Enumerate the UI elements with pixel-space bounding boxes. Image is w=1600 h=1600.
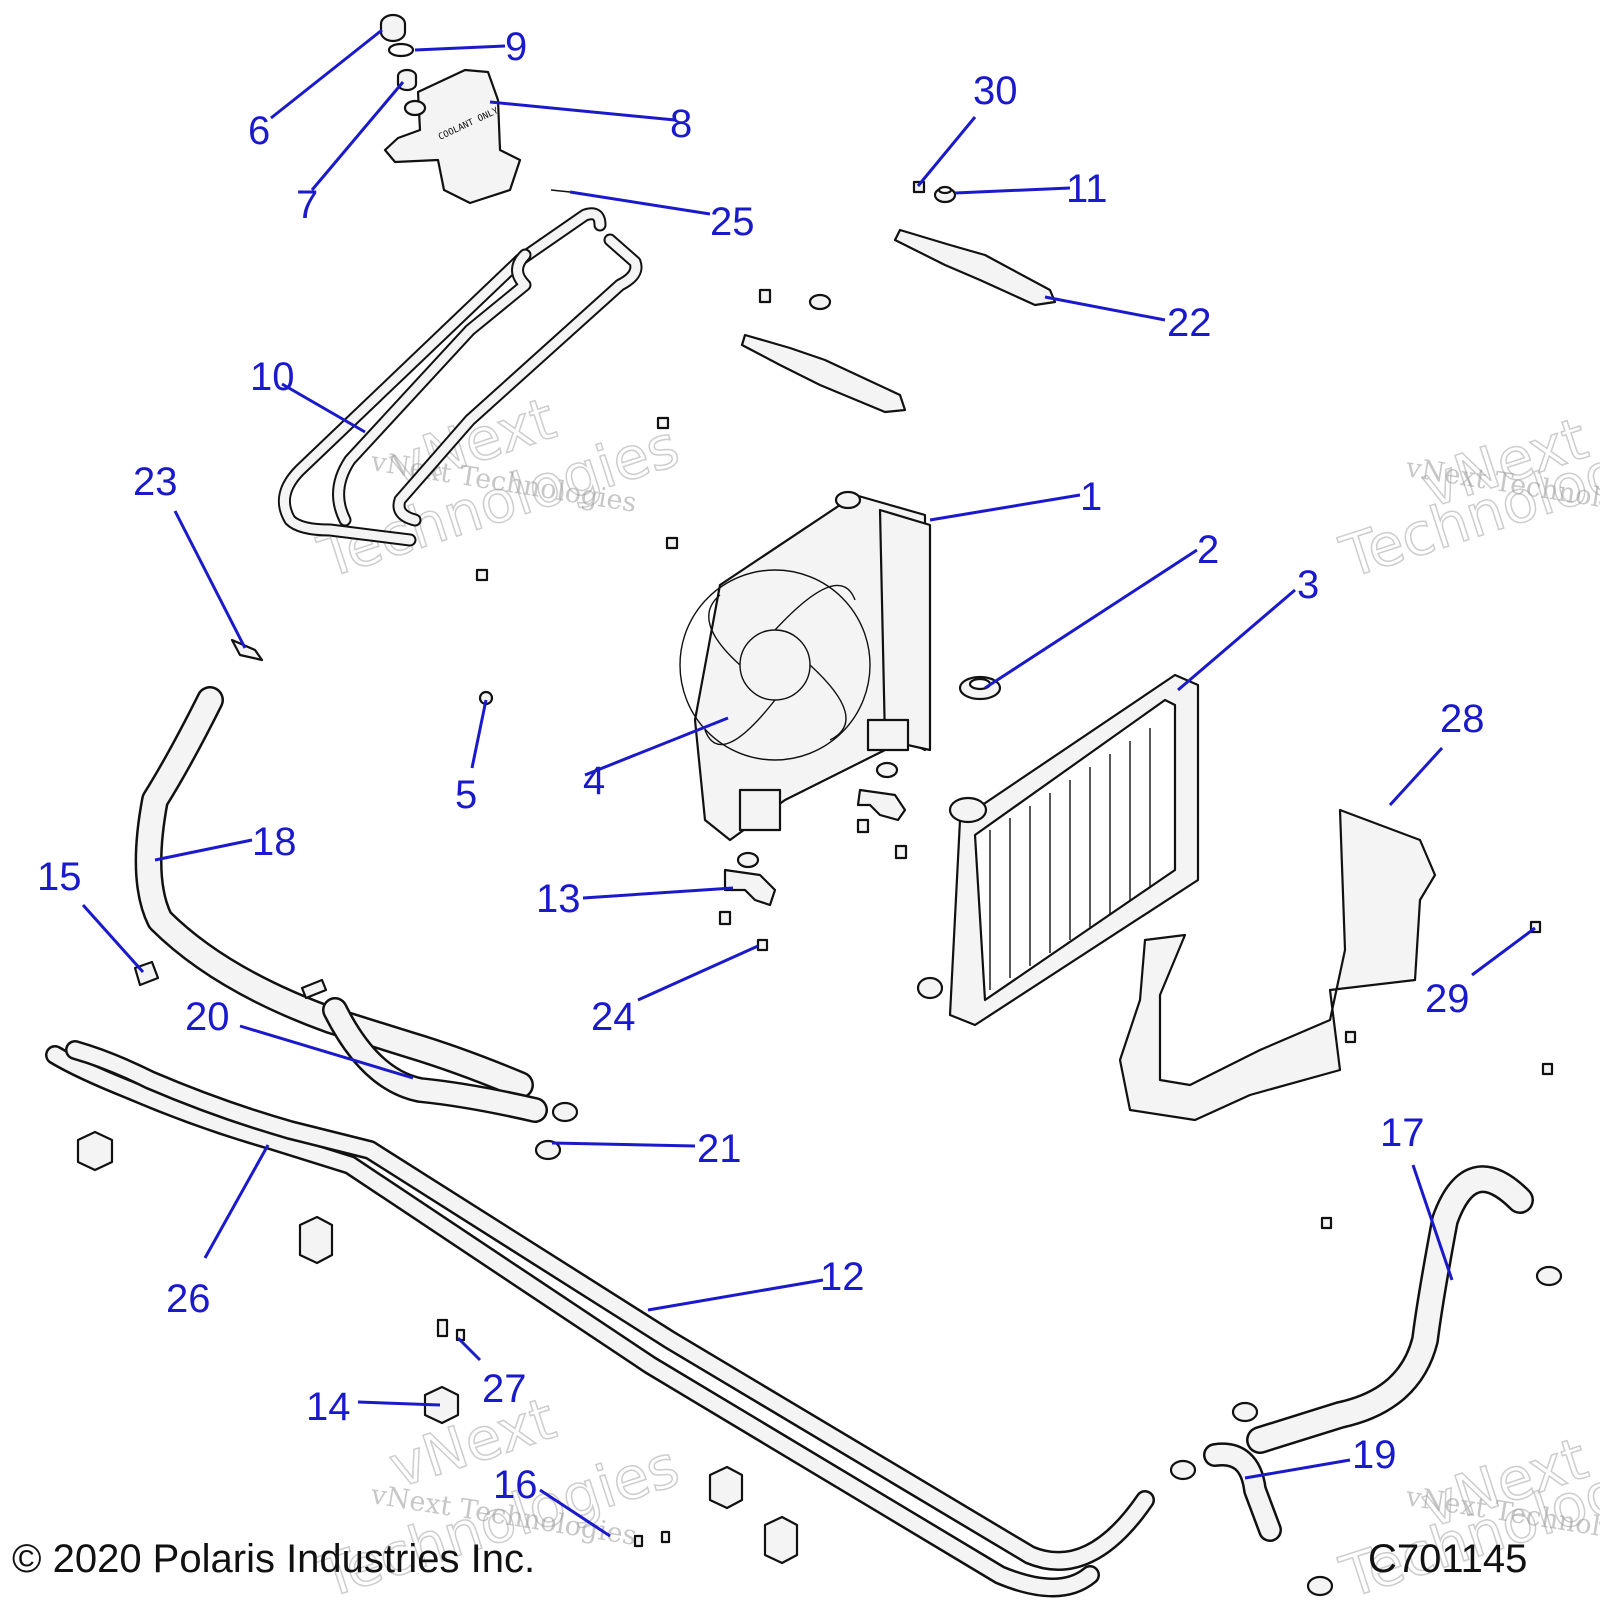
hose-clamp-19b	[1169, 1459, 1197, 1481]
callout-10: 10	[250, 355, 295, 399]
callout-22: 22	[1167, 301, 1212, 345]
bolt-13	[718, 910, 732, 926]
branch-hose	[322, 997, 548, 1123]
upper-radiator-hose	[134, 686, 534, 1099]
tube-mount-d	[763, 1515, 799, 1565]
hose-clamp-23	[230, 638, 264, 662]
bolt-mid	[656, 416, 670, 430]
leader-lines	[81, 28, 1536, 1538]
bolt-24	[756, 938, 769, 952]
callout-13: 13	[536, 877, 581, 921]
hose-19	[1203, 1442, 1282, 1542]
overflow-hose-assembly	[277, 207, 643, 547]
bolt-upper	[758, 288, 772, 304]
callout-9: 9	[505, 25, 527, 69]
callout-20: 20	[185, 995, 230, 1039]
callout-16: 16	[493, 1463, 538, 1507]
bolt-27a	[436, 1318, 449, 1338]
coolant-tube-26	[45, 1045, 1100, 1598]
air-duct	[1118, 808, 1437, 1122]
hose-clamp-21a	[551, 1101, 579, 1123]
diagram-code: C701145	[1368, 1537, 1527, 1581]
hose-clamp-21b	[534, 1139, 562, 1161]
callout-29: 29	[1425, 977, 1470, 1021]
callout-25: 25	[710, 200, 755, 244]
bolt-16b	[660, 1530, 671, 1544]
radiator	[916, 673, 1200, 1027]
fan-shroud-assembly	[679, 490, 932, 842]
hose-clamp-19a	[1231, 1401, 1259, 1423]
callout-5: 5	[455, 773, 477, 817]
callout-24: 24	[591, 995, 636, 1039]
callout-7: 7	[296, 183, 318, 227]
callout-2: 2	[1197, 528, 1219, 572]
callout-30: 30	[973, 69, 1018, 113]
callout-labels: 1 2 3 4 5 6 7 8 9 10 11 12 13 14 15 16 1…	[37, 25, 1485, 1507]
tube-mount-c	[708, 1465, 744, 1510]
callout-12: 12	[820, 1255, 865, 1299]
cap-washer	[387, 42, 415, 58]
bolt-duct-b	[1541, 1062, 1554, 1076]
callout-17: 17	[1380, 1111, 1425, 1155]
bolt-right-a	[856, 818, 870, 834]
callout-27: 27	[482, 1367, 527, 1411]
grommet-upper	[808, 293, 832, 311]
lower-bracket-13	[723, 868, 777, 907]
radiator-bracket-upper-left	[740, 333, 907, 414]
callout-15: 15	[37, 855, 82, 899]
hose-clamp-17	[1535, 1265, 1563, 1287]
callout-3: 3	[1297, 563, 1319, 607]
bolt-duct-a	[1344, 1030, 1357, 1044]
grommet-13	[736, 851, 760, 869]
callout-26: 26	[166, 1277, 211, 1321]
bolt-16a	[633, 1534, 644, 1548]
tube-mount-a	[76, 1130, 114, 1172]
bolt-17	[1320, 1216, 1333, 1230]
hose-clamp-19c	[1306, 1575, 1334, 1597]
tube-mount-14	[423, 1385, 460, 1425]
grommet-right	[875, 761, 899, 779]
radiator-cap	[958, 675, 1002, 701]
bolt-mid-2	[665, 536, 679, 550]
callout-1: 1	[1080, 475, 1102, 519]
reservoir-fitting	[550, 189, 571, 193]
callout-4: 4	[583, 759, 605, 803]
callout-11: 11	[1066, 167, 1108, 211]
callout-23: 23	[133, 460, 178, 504]
callout-6: 6	[248, 109, 270, 153]
bolt-5a	[475, 568, 489, 582]
coolant-reservoir: COOLANT ONLY	[383, 68, 522, 205]
hose-fitting-20	[300, 978, 328, 1000]
coolant-tube-12	[65, 1040, 1155, 1571]
callout-19: 19	[1352, 1433, 1397, 1477]
radiator-bracket-upper	[893, 228, 1057, 307]
lower-bracket-right	[856, 788, 907, 822]
copyright-notice: © 2020 Polaris Industries Inc.	[12, 1537, 535, 1581]
callout-18: 18	[252, 820, 297, 864]
tube-mount-b	[298, 1215, 334, 1265]
callout-14: 14	[306, 1385, 351, 1429]
callout-8: 8	[670, 102, 692, 146]
callout-28: 28	[1440, 697, 1485, 741]
lower-hose-17	[1246, 1165, 1534, 1454]
reservoir-plug	[396, 68, 418, 92]
grommet-11	[933, 185, 957, 204]
callout-21: 21	[697, 1127, 742, 1171]
reservoir-cap	[379, 13, 407, 43]
bolt-right-b	[894, 844, 908, 860]
